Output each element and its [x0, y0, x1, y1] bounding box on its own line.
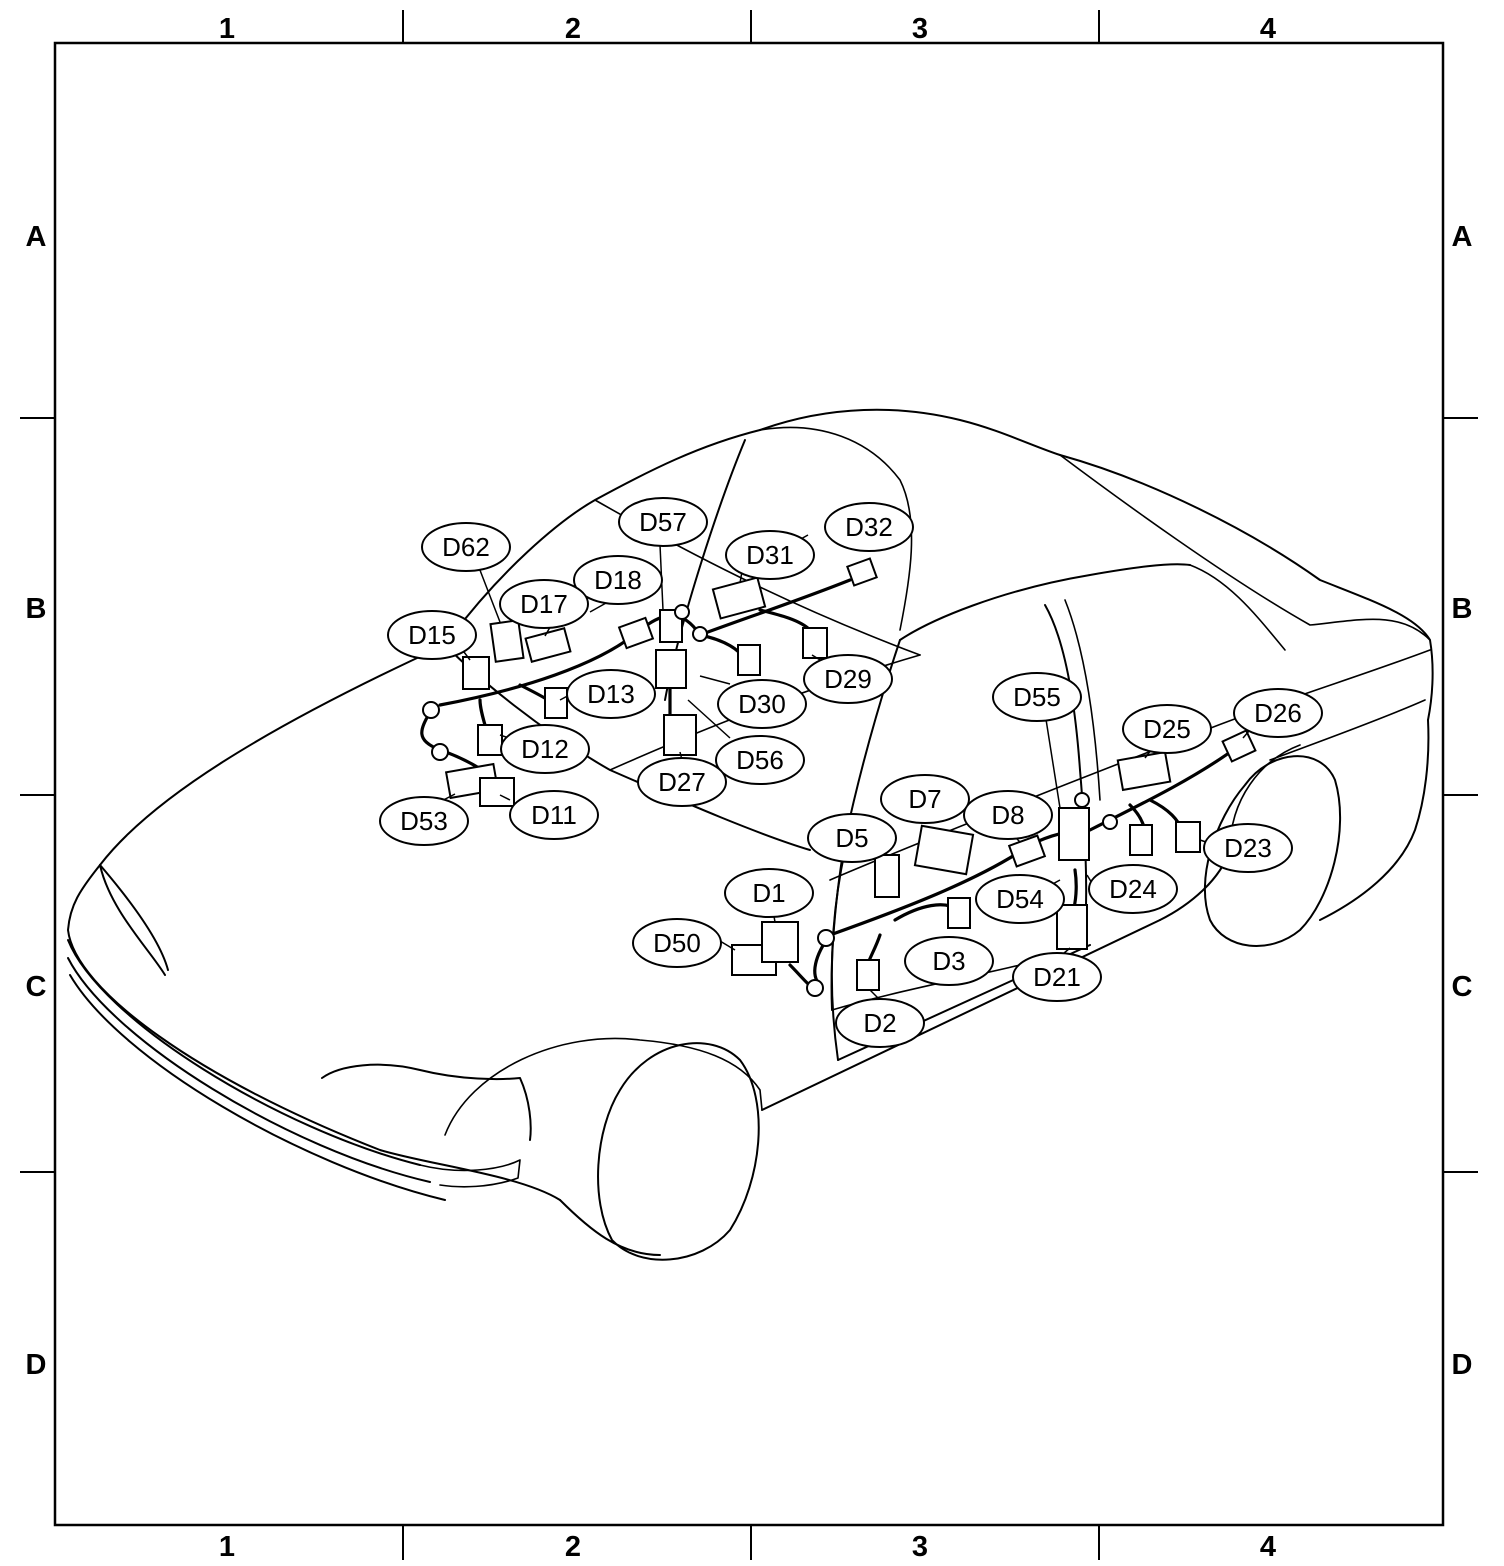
callout-D12-label: D12 [521, 734, 569, 764]
callout-D31[interactable]: D31 [725, 530, 815, 580]
callout-D17[interactable]: D17 [499, 579, 589, 629]
callout-D62-label: D62 [442, 532, 490, 562]
callout-D21[interactable]: D21 [1012, 952, 1102, 1002]
callout-D54-label: D54 [996, 884, 1044, 914]
callout-D26[interactable]: D26 [1233, 688, 1323, 738]
callout-D32[interactable]: D32 [824, 502, 914, 552]
callout-D2[interactable]: D2 [835, 998, 925, 1048]
callout-D11[interactable]: D11 [509, 790, 599, 840]
callout-D57[interactable]: D57 [618, 497, 708, 547]
callout-D25-label: D25 [1143, 714, 1191, 744]
column-label-top-4: 4 [1260, 13, 1276, 45]
callout-D1[interactable]: D1 [724, 868, 814, 918]
callout-D57-label: D57 [639, 507, 687, 537]
callout-D2-label: D2 [863, 1008, 896, 1038]
callout-D32-label: D32 [845, 512, 893, 542]
callout-D29-label: D29 [824, 664, 872, 694]
callout-D8[interactable]: D8 [963, 790, 1053, 840]
column-label-top-2: 2 [565, 13, 581, 45]
row-label-right-B: B [1452, 593, 1473, 625]
callout-D5[interactable]: D5 [807, 813, 897, 863]
callout-D5-label: D5 [835, 823, 868, 853]
callout-D17-label: D17 [520, 589, 568, 619]
callout-D21-label: D21 [1033, 962, 1081, 992]
callout-D50[interactable]: D50 [632, 918, 722, 968]
callout-D12[interactable]: D12 [500, 724, 590, 774]
column-label-bottom-3: 3 [912, 1531, 928, 1563]
callout-D15-label: D15 [408, 620, 456, 650]
callout-D53-label: D53 [400, 806, 448, 836]
callout-D30[interactable]: D30 [717, 679, 807, 729]
callout-D26-label: D26 [1254, 698, 1302, 728]
callout-D23-label: D23 [1224, 833, 1272, 863]
column-label-bottom-4: 4 [1260, 1531, 1276, 1563]
row-label-right-D: D [1452, 1349, 1473, 1381]
callout-D13[interactable]: D13 [566, 669, 656, 719]
callout-D55[interactable]: D55 [992, 672, 1082, 722]
callout-D56-label: D56 [736, 745, 784, 775]
column-label-bottom-1: 1 [219, 1531, 235, 1563]
callout-D13-label: D13 [587, 679, 635, 709]
callout-D7[interactable]: D7 [880, 774, 970, 824]
row-label-right-A: A [1452, 221, 1473, 253]
callout-D27-label: D27 [658, 767, 706, 797]
callout-D56[interactable]: D56 [715, 735, 805, 785]
callout-D11-label: D11 [531, 800, 577, 830]
callout-D50-label: D50 [653, 928, 701, 958]
callout-D1-label: D1 [752, 878, 785, 908]
callout-D7-label: D7 [908, 784, 941, 814]
callout-D8-label: D8 [991, 800, 1024, 830]
callout-D62[interactable]: D62 [421, 522, 511, 572]
callout-D29[interactable]: D29 [803, 654, 893, 704]
grommets [422, 604, 1118, 997]
callout-D15[interactable]: D15 [387, 610, 477, 660]
callout-D24-label: D24 [1109, 874, 1157, 904]
callout-D25[interactable]: D25 [1122, 704, 1212, 754]
column-label-top-3: 3 [912, 13, 928, 45]
callout-D30-label: D30 [738, 689, 786, 719]
callout-D23[interactable]: D23 [1203, 823, 1293, 873]
column-label-top-1: 1 [219, 13, 235, 45]
diagram-frame [53, 41, 1445, 1527]
row-label-left-D: D [26, 1349, 47, 1381]
column-label-bottom-2: 2 [565, 1531, 581, 1563]
row-label-right-C: C [1452, 971, 1473, 1003]
row-label-left-C: C [26, 971, 47, 1003]
callout-D27[interactable]: D27 [637, 757, 727, 807]
row-label-left-B: B [26, 593, 47, 625]
callout-D18-label: D18 [594, 565, 642, 595]
callout-D53[interactable]: D53 [379, 796, 469, 846]
callout-D24[interactable]: D24 [1088, 864, 1178, 914]
connector-graphics [444, 557, 1257, 991]
callout-D3-label: D3 [932, 946, 965, 976]
callout-D31-label: D31 [746, 540, 794, 570]
callout-D3[interactable]: D3 [904, 936, 994, 986]
callout-D18[interactable]: D18 [573, 555, 663, 605]
row-label-left-A: A [26, 221, 47, 253]
callout-D54[interactable]: D54 [975, 874, 1065, 924]
grid-ticks [20, 10, 1478, 1560]
callout-D55-label: D55 [1013, 682, 1061, 712]
